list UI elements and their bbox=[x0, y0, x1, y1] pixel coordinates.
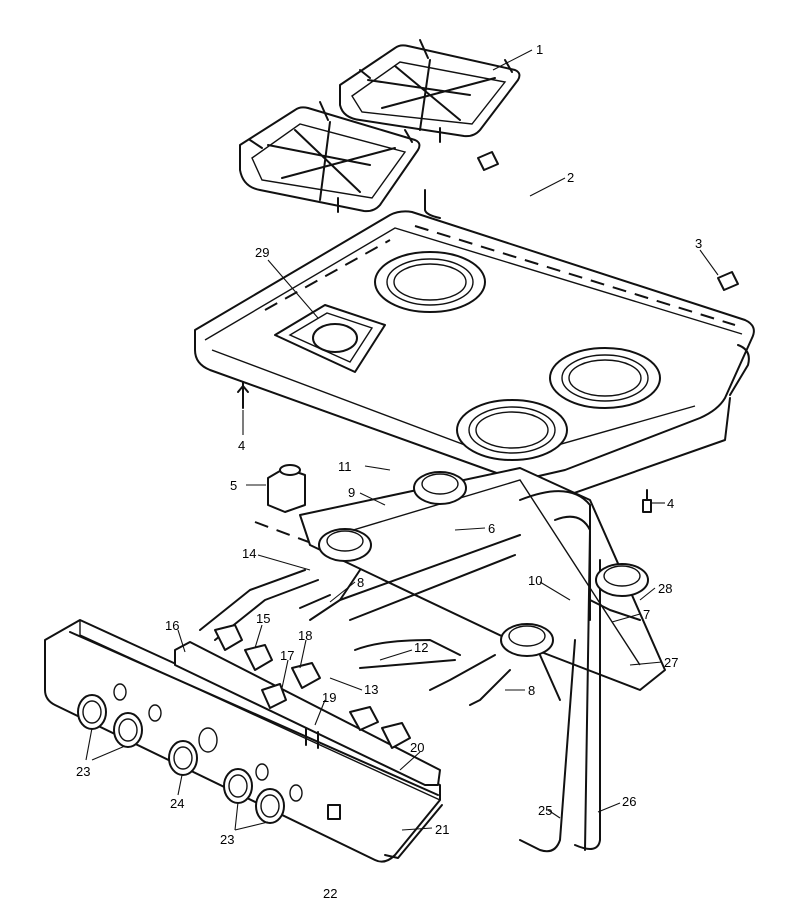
callout-22: 22 bbox=[323, 886, 337, 900]
callout-29: 29 bbox=[255, 245, 269, 260]
callout-labels: 1 2 3 29 4 11 5 9 6 4 14 8 10 28 7 16 15… bbox=[76, 42, 702, 900]
callout-6: 6 bbox=[488, 521, 495, 536]
callout-26: 26 bbox=[622, 794, 636, 809]
callout-7: 7 bbox=[643, 607, 650, 622]
callout-9: 9 bbox=[348, 485, 355, 500]
control-panel bbox=[44, 619, 443, 863]
callout-5: 5 bbox=[230, 478, 237, 493]
callout-27: 27 bbox=[664, 655, 678, 670]
callout-11: 11 bbox=[338, 459, 352, 474]
screw-left bbox=[237, 381, 249, 409]
clip-left bbox=[477, 151, 499, 171]
callout-8a: 8 bbox=[357, 575, 364, 590]
manifold-rail bbox=[174, 624, 441, 786]
cooktop bbox=[194, 189, 755, 513]
callout-10: 10 bbox=[528, 573, 542, 588]
callout-8b: 8 bbox=[528, 683, 535, 698]
callout-21: 21 bbox=[435, 822, 449, 837]
callout-2: 2 bbox=[567, 170, 574, 185]
callout-14: 14 bbox=[242, 546, 256, 561]
callout-20: 20 bbox=[410, 740, 424, 755]
burner-grate-rear bbox=[339, 39, 521, 143]
screw-right bbox=[642, 489, 652, 513]
callout-4b: 4 bbox=[667, 496, 674, 511]
callout-23b: 23 bbox=[220, 832, 234, 847]
callout-17: 17 bbox=[280, 648, 294, 663]
callout-3: 3 bbox=[695, 236, 702, 251]
callout-24: 24 bbox=[170, 796, 184, 811]
callout-4a: 4 bbox=[238, 438, 245, 453]
burner-assembly bbox=[199, 464, 666, 853]
burner-grate-front bbox=[239, 101, 421, 213]
callout-1: 1 bbox=[536, 42, 543, 57]
callout-16: 16 bbox=[165, 618, 179, 633]
leader-lines bbox=[85, 49, 719, 831]
callout-12: 12 bbox=[414, 640, 428, 655]
callout-25: 25 bbox=[538, 803, 552, 818]
callout-18: 18 bbox=[298, 628, 312, 643]
callout-13: 13 bbox=[364, 682, 378, 697]
callout-23a: 23 bbox=[76, 764, 90, 779]
clip-right bbox=[717, 271, 739, 291]
callout-19: 19 bbox=[322, 690, 336, 705]
callout-15: 15 bbox=[256, 611, 270, 626]
callout-28: 28 bbox=[658, 581, 672, 596]
